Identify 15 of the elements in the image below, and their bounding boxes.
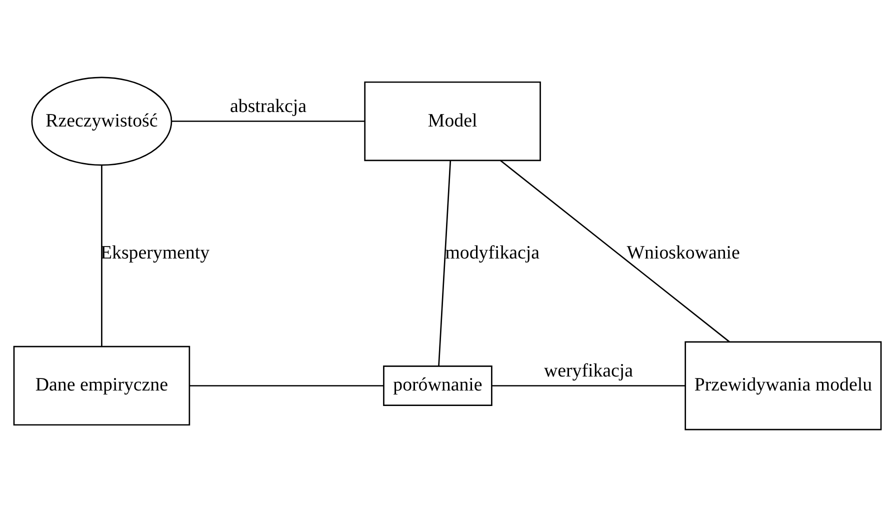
edge-label: weryfikacja — [544, 360, 634, 382]
node-box: Model — [364, 80, 541, 161]
edge-label: Wnioskowanie — [626, 242, 740, 263]
node-box: porównanie — [383, 365, 492, 406]
node-box: Dane empiryczne — [13, 345, 190, 426]
edge-label: abstrakcja — [230, 96, 307, 117]
node-ellipse: Rzeczywistość — [31, 76, 172, 166]
connector — [172, 120, 364, 122]
edge-label: modyfikacja — [445, 242, 540, 263]
connector — [438, 160, 452, 366]
connector — [190, 384, 384, 386]
connector — [492, 384, 686, 386]
connector — [500, 159, 730, 342]
connector — [101, 164, 102, 346]
node-box: Przewidywania modelu — [684, 340, 882, 430]
